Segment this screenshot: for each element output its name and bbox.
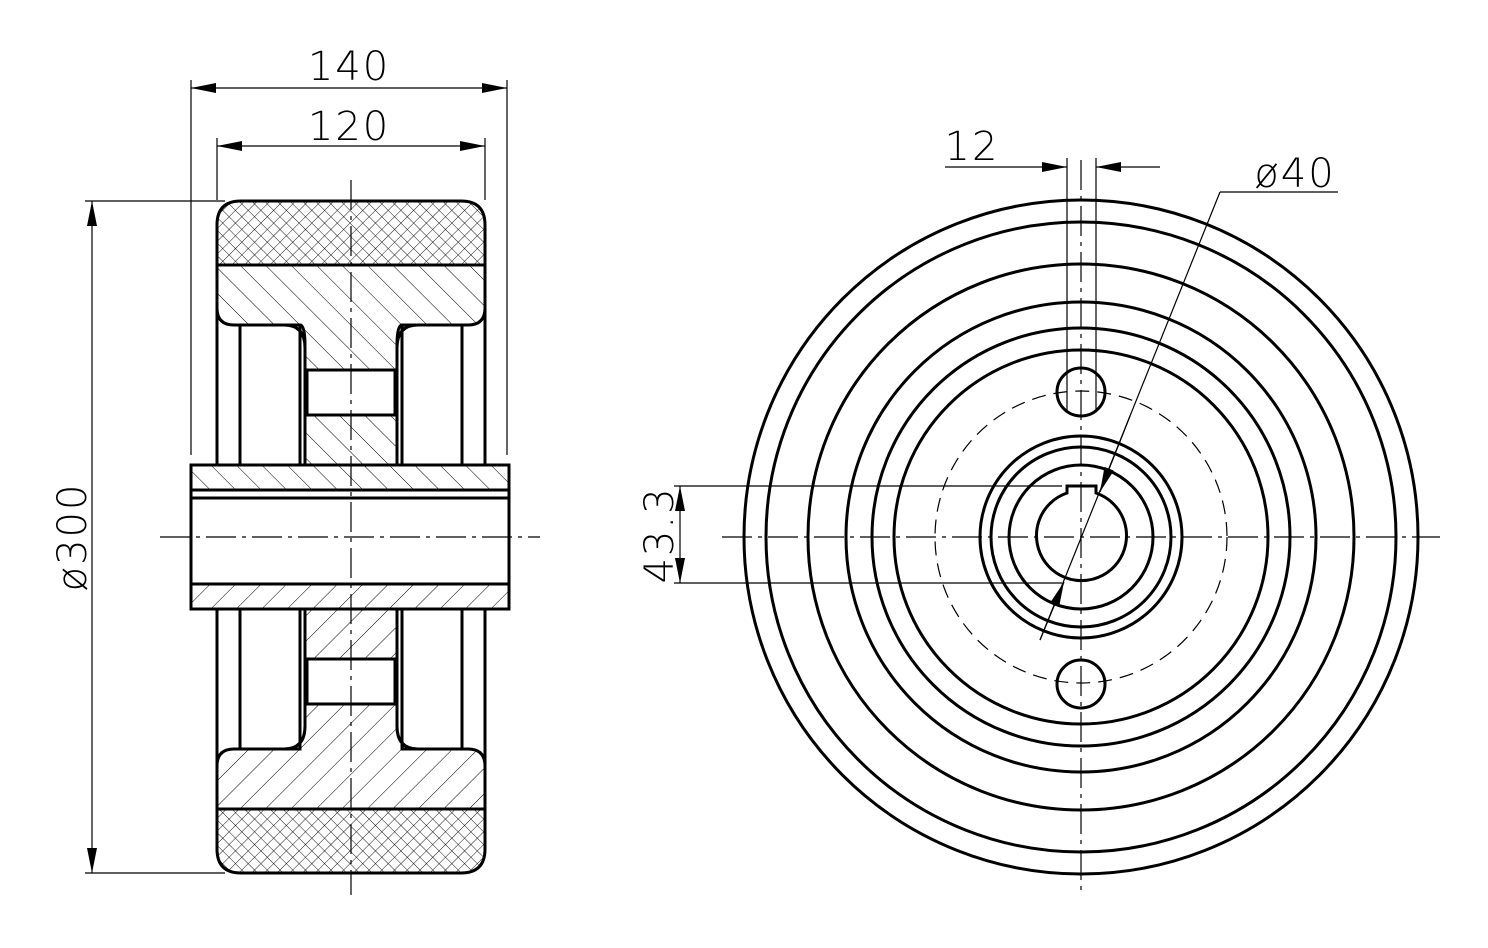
bushing-section [189,463,511,492]
dim-300: ø300 [50,200,225,874]
dim-300-label: ø300 [50,483,96,592]
front-view: 12 ø40 43.3 [637,124,1440,895]
dim-120-label: 120 [308,104,390,150]
dim-12: 12 [945,124,1160,410]
section-top-half [189,199,511,537]
section-bottom-half [189,537,511,875]
keyed-bore [1035,484,1128,583]
dim-43-3: 43.3 [637,485,1062,584]
dim-140-label: 140 [308,44,390,90]
dim-12-label: 12 [945,124,1000,170]
section-view: 140 120 ø300 [50,44,540,895]
dim-43-3-label: 43.3 [637,486,683,583]
dim-40-label: ø40 [1254,151,1335,197]
bearing-right [400,323,464,467]
dim-140: 140 [190,44,508,455]
bearing-left [238,323,302,467]
dim-120: 120 [216,104,486,200]
dim-40: ø40 [1039,151,1338,641]
